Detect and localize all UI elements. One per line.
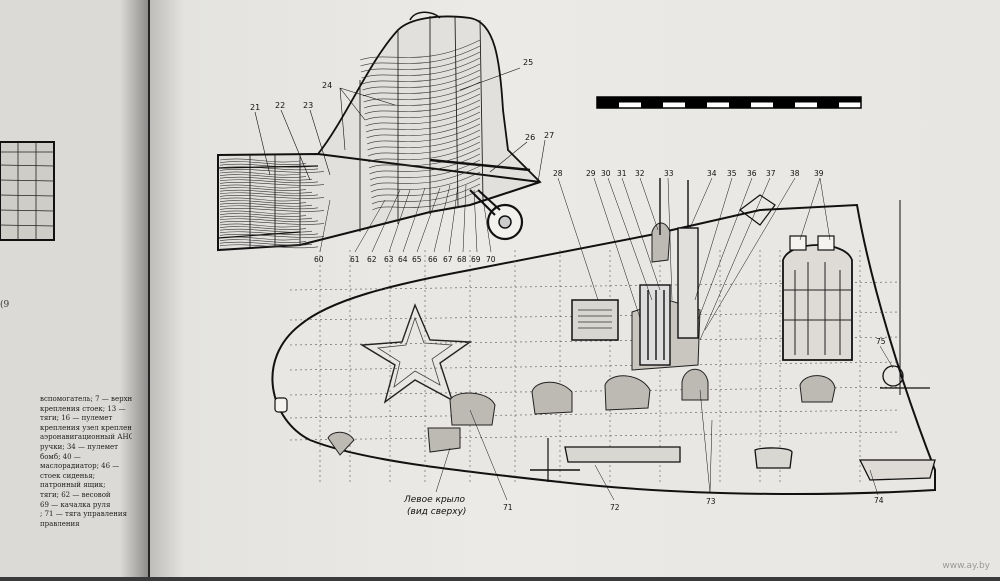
caption-line: крепления узел крепления	[40, 423, 132, 432]
callout-37: 37	[766, 169, 776, 178]
caption-line: аэронавигационный АНО (белый);	[40, 433, 132, 442]
callout-63: 63	[384, 255, 394, 264]
callout-71: 71	[503, 503, 513, 512]
callout-62: 62	[367, 255, 377, 264]
callout-26: 26	[525, 133, 535, 142]
tail-callouts: 21 22 23 24 25 26 27	[250, 58, 554, 183]
wing-caption-title: Левое крыло	[403, 495, 466, 505]
caption-line: маслорадиатор; 46 —	[40, 462, 120, 471]
caption-line: стоек сиденья;	[40, 471, 96, 480]
caption-line: ручки; 34 — пулемет	[40, 442, 119, 451]
callout-64: 64	[398, 255, 408, 264]
wing-caption-subtitle: (вид сверху)	[407, 507, 466, 517]
callout-25: 25	[523, 58, 533, 67]
caption-line: правления	[40, 519, 80, 528]
caption-line: тяги; 16 — пулемет	[40, 414, 113, 423]
callout-23: 23	[303, 101, 313, 110]
caption-line: тяги; 62 — весовой	[40, 490, 111, 499]
watermark: www.ay.by	[942, 561, 990, 571]
callout-69: 69	[471, 255, 481, 264]
callout-61: 61	[350, 255, 360, 264]
callout-65: 65	[412, 255, 422, 264]
left-page-label: (9	[0, 300, 10, 310]
callout-31: 31	[617, 169, 627, 178]
tail-bottom-callouts: 60 61 62 63 64 65 66 67 68 69 70	[314, 184, 496, 264]
caption-line: патронный ящик;	[40, 481, 106, 490]
tail-section	[217, 11, 542, 252]
left-page-caption: вспомогатель; 7 — верхний крепления стое…	[40, 395, 132, 529]
callout-39: 39	[814, 169, 824, 178]
callout-66: 66	[428, 255, 438, 264]
callout-33: 33	[664, 169, 674, 178]
callout-74: 74	[874, 496, 884, 505]
caption-line: вспомогатель; 7 — верхний	[40, 395, 132, 403]
callout-29: 29	[586, 169, 596, 178]
callout-73: 73	[706, 497, 716, 506]
callout-70: 70	[486, 255, 496, 264]
callout-36: 36	[747, 169, 757, 178]
left-page-drawing-fragment	[0, 141, 55, 241]
callout-22: 22	[275, 101, 285, 110]
callout-21: 21	[250, 103, 260, 112]
callout-35: 35	[727, 169, 737, 178]
callout-60: 60	[314, 255, 324, 264]
callout-24: 24	[322, 81, 332, 90]
caption-line: бомб; 40 —	[40, 452, 81, 461]
wing-section	[271, 178, 936, 495]
callout-34: 34	[707, 169, 717, 178]
callout-67: 67	[443, 255, 453, 264]
callout-32: 32	[635, 169, 645, 178]
callout-38: 38	[790, 169, 800, 178]
callout-30: 30	[601, 169, 611, 178]
callout-72: 72	[610, 503, 620, 512]
callout-68: 68	[457, 255, 467, 264]
wing-caption: Левое крыло (вид сверху)	[403, 447, 466, 517]
callout-75: 75	[876, 337, 886, 346]
wing-callouts: 28 29 30 31 32 33 34 35 36 37 38 39 71 7…	[469, 169, 894, 512]
callout-28: 28	[553, 169, 563, 178]
scale-bar	[596, 96, 862, 109]
caption-line: 69 — качалка руля	[40, 500, 111, 509]
caption-line: ; 71 — тяга управления	[40, 510, 128, 519]
callout-27: 27	[544, 131, 554, 140]
caption-line: крепления стоек; 13 —	[40, 404, 126, 413]
